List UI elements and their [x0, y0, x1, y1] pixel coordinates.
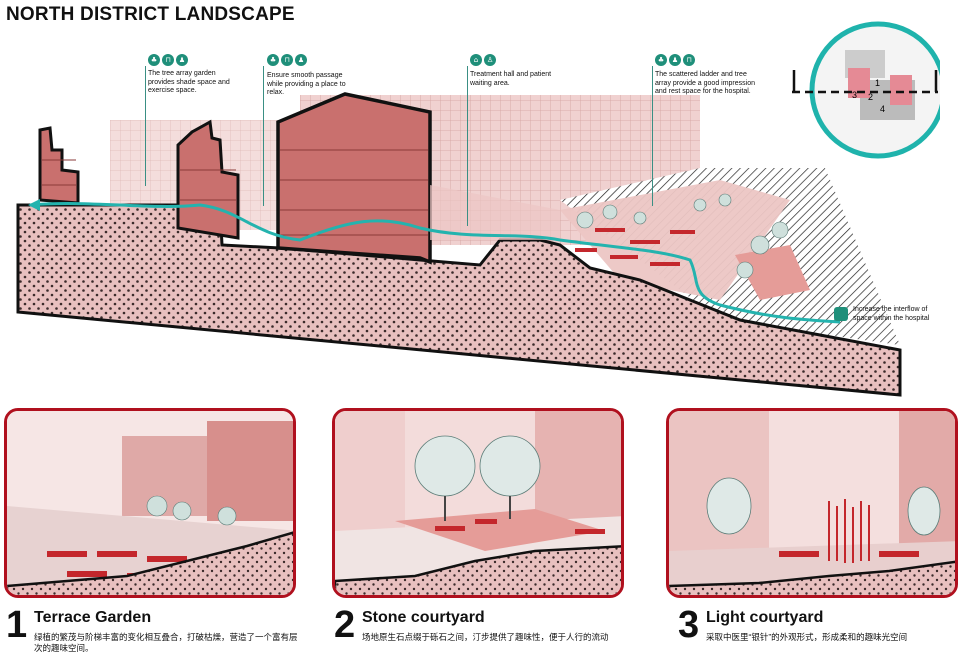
person-walk-icon: ♟	[176, 54, 188, 66]
tree-icon: ♣	[267, 54, 279, 66]
callout-text: Treatment hall and patient waiting area.	[470, 71, 552, 87]
light-courtyard-panel	[666, 408, 958, 598]
stone-courtyard-panel	[332, 408, 624, 598]
key-number: 1	[875, 78, 880, 88]
flow-note: Increase the interflow of space within t…	[853, 306, 930, 322]
person-walk-icon: ♟	[295, 54, 307, 66]
building-middle	[176, 119, 240, 240]
hospital-icon: ⌂	[470, 54, 482, 66]
building-main	[276, 92, 432, 265]
key-map: 1 2 3 4	[792, 21, 940, 159]
key-number: 4	[880, 104, 885, 114]
canopy-structure	[430, 185, 560, 240]
flow-path	[29, 202, 841, 324]
flow-note-icon	[834, 307, 848, 321]
callout-text: Ensure smooth passage while providing a …	[267, 72, 346, 96]
panel-title: Light courtyard	[706, 609, 824, 626]
bench-group	[575, 228, 695, 266]
courtyard-patch	[560, 180, 790, 300]
panel-description: 采取中医里“银针”的外观形式，形成柔和的趣味光空间	[706, 632, 908, 642]
earth-section	[16, 203, 902, 397]
key-number: 3	[852, 90, 857, 100]
panel-title: Stone courtyard	[362, 609, 485, 626]
flow-arrow-head	[28, 199, 40, 211]
person-icon: ♙	[484, 54, 496, 66]
tree-group	[576, 193, 789, 279]
panel-description: 绿植的繁茂与阶梯丰富的变化相互叠合，打破枯燥，营造了一个富有层次的趣味空间。	[34, 632, 298, 653]
terrace-garden-panel	[4, 408, 296, 598]
panel-title: Terrace Garden	[34, 609, 152, 626]
key-number: 2	[868, 92, 873, 102]
callout-text: The scattered ladder and tree array prov…	[655, 71, 755, 95]
panel-description: 场地原生石点缀于砾石之间，汀步提供了趣味性，便于人行的流动	[362, 632, 609, 642]
panel-number: 1	[6, 604, 28, 646]
courtyard-patch	[735, 245, 810, 300]
callout-text: The tree array garden provides shade spa…	[148, 70, 230, 94]
panel-number: 2	[334, 604, 356, 646]
person-walk-icon: ♟	[669, 54, 681, 66]
section-diagram	[16, 92, 902, 397]
panel-number: 3	[678, 604, 700, 646]
bench-icon: ⊓	[162, 54, 174, 66]
tree-icon: ♣	[655, 54, 667, 66]
page-title: NORTH DISTRICT LANDSCAPE	[6, 4, 295, 25]
bench-icon: ⊓	[683, 54, 695, 66]
tree-icon: ♣	[148, 54, 160, 66]
bench-icon: ⊓	[281, 54, 293, 66]
building-left	[38, 126, 80, 205]
